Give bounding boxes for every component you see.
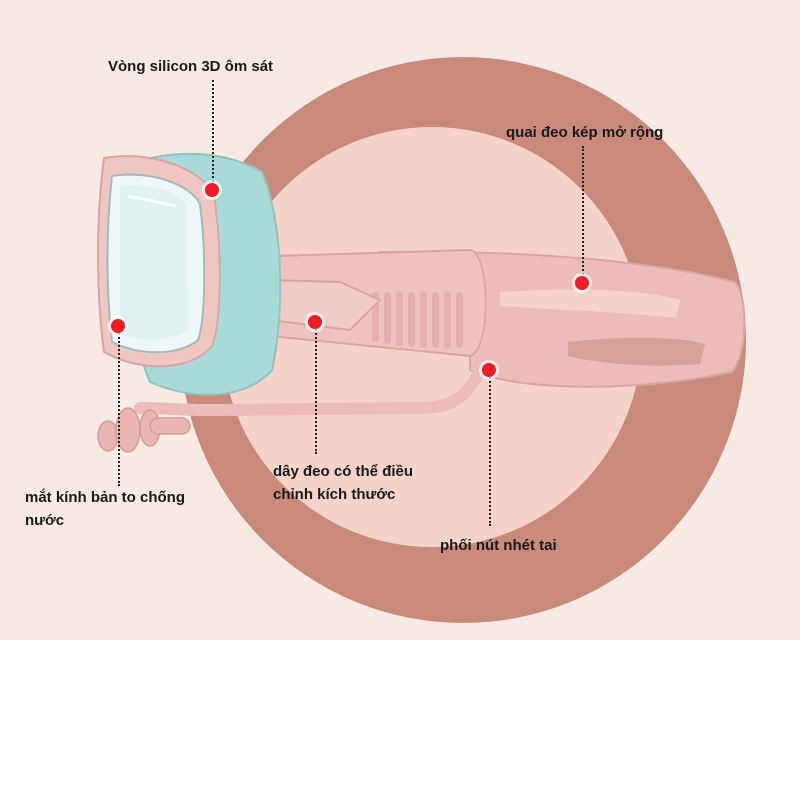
callout-adjust: dây đeo có thể điều chỉnh kích thước: [273, 460, 413, 506]
callout-adjust-line2: chỉnh kích thước: [273, 486, 396, 503]
callout-adjust-line1: dây đeo có thể điều: [273, 463, 414, 480]
leader-line-adjust: [315, 322, 317, 454]
marker-lens: [111, 319, 125, 333]
callout-earplug: phối nút nhét tai: [440, 537, 557, 554]
leader-line-earplug: [489, 370, 491, 526]
marker-strap: [575, 276, 589, 290]
callout-lens: mắt kính bản to chống nước: [25, 486, 185, 532]
leader-line-lens: [118, 326, 120, 486]
marker-adjust: [308, 315, 322, 329]
leader-line-strap: [582, 146, 584, 282]
callout-lens-line2: nước: [25, 512, 65, 529]
marker-earplug: [482, 363, 496, 377]
callout-strap: quai đeo kép mở rộng: [506, 124, 664, 141]
swim-goggles-illustration: [97, 152, 746, 453]
marker-silicone: [205, 183, 219, 197]
callout-silicone: Vòng silicon 3D ôm sát: [108, 58, 274, 75]
leader-line-silicone: [212, 80, 214, 186]
callout-lens-line1: mắt kính bản to chống: [25, 489, 185, 506]
product-image: Vòng silicon 3D ôm sát quai đeo kép mở r…: [0, 0, 800, 640]
